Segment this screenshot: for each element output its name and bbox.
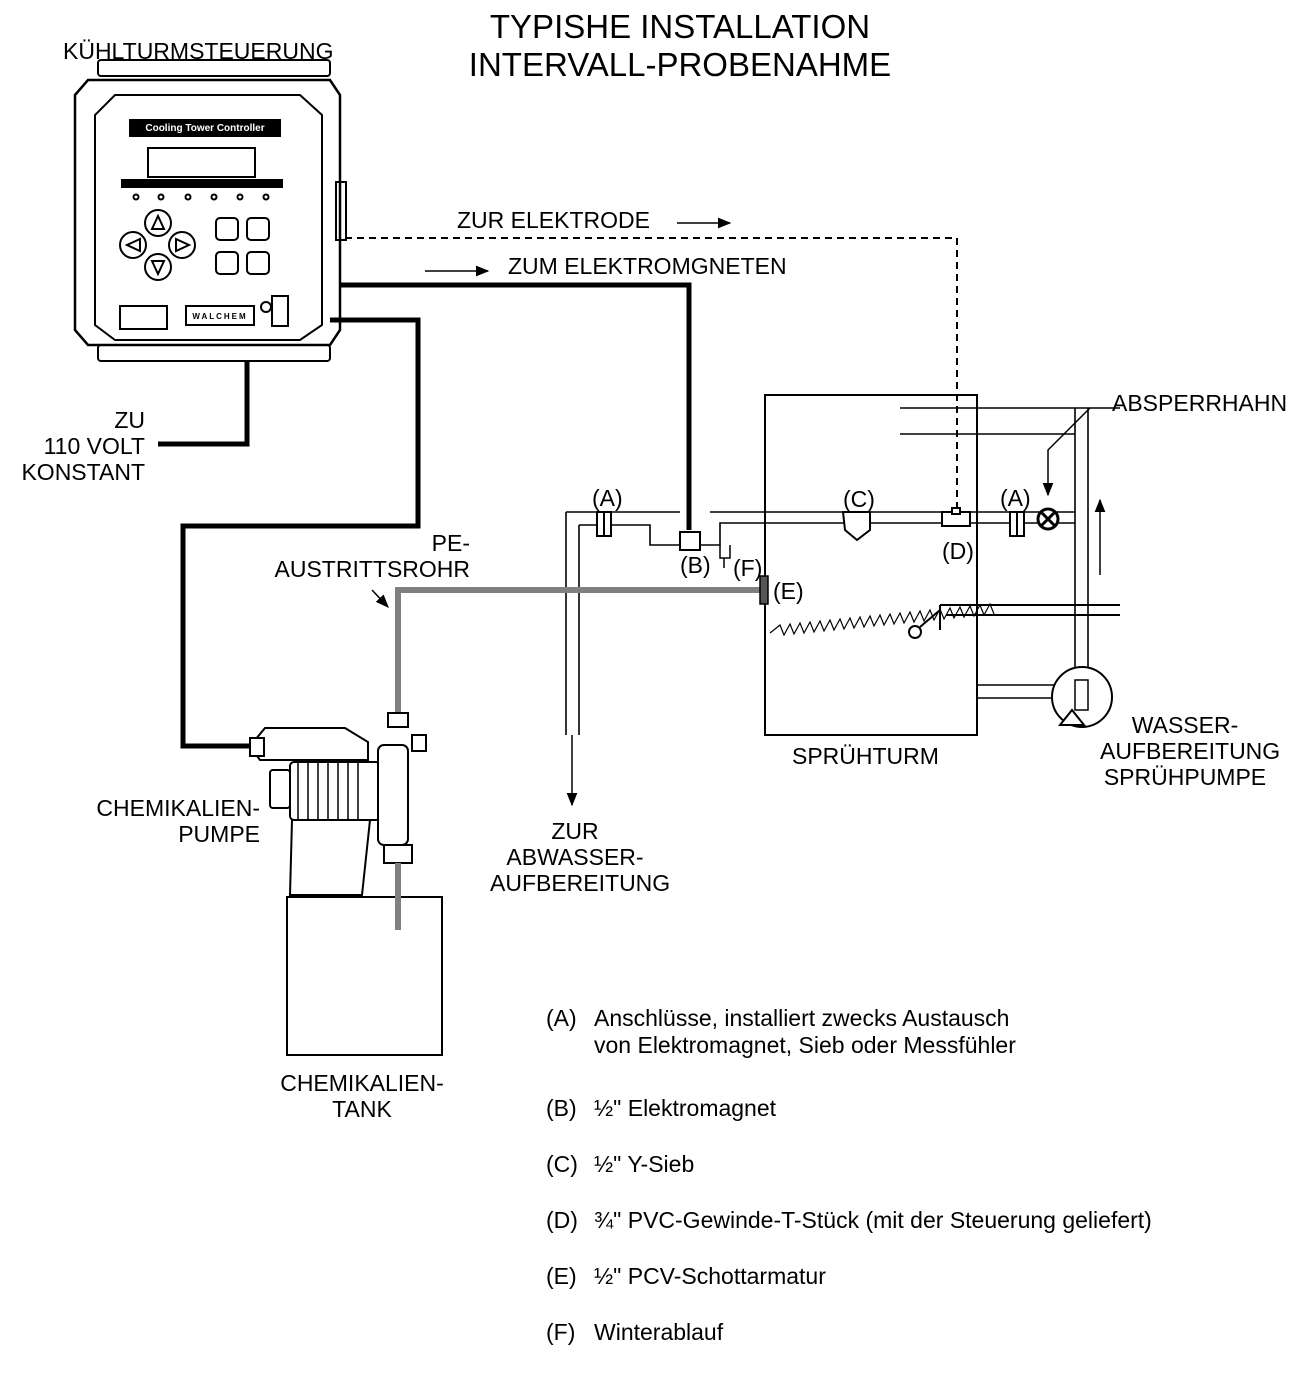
marker-c: (C)	[843, 486, 875, 512]
legend-text-b: ½" Elektromagnet	[594, 1095, 777, 1121]
solenoid-cable	[340, 282, 692, 530]
title-line-1: TYPISHE INSTALLATION	[489, 8, 871, 45]
signal-arrows	[425, 217, 732, 277]
recirculation-pump-icon	[1051, 666, 1113, 728]
legend-text-d: ¾" PVC-Gewinde-T-Stück (mit der Steuerun…	[594, 1207, 1152, 1233]
chem-pump-label: CHEMIKALIEN- PUMPE	[60, 795, 260, 847]
recirc-pump-line-2: AUFBEREITUNG	[1100, 738, 1281, 764]
recirc-pump-line-3: SPRÜHPUMPE	[1103, 764, 1267, 790]
power-cable	[158, 362, 250, 447]
marker-e: (E)	[773, 578, 804, 604]
union-right-fitting	[1009, 511, 1025, 537]
controller-unit	[73, 59, 347, 362]
legend-key-f: (F)	[546, 1319, 576, 1345]
y-strainer-fitting	[841, 511, 871, 542]
chem-tank-line-2: TANK	[332, 1096, 392, 1122]
controller-panel-label: Cooling Tower Controller	[145, 123, 264, 134]
tube-pointer	[371, 589, 389, 608]
indicator-leds	[132, 193, 270, 201]
diagram-title: TYPISHE INSTALLATION INTERVALL-PROBENAHM…	[440, 8, 920, 84]
legend-key-a: (A)	[546, 1005, 577, 1031]
marker-a-right: (A)	[1000, 485, 1031, 511]
arrow-keypad	[119, 209, 196, 281]
controller-brand: WALCHEM	[192, 312, 247, 321]
discharge-tube-line-2: AUSTRITTSROHR	[274, 556, 471, 582]
chem-pump-line-2: PUMPE	[178, 821, 260, 847]
electrode-signal-label: ZUR ELEKTRODE	[457, 207, 650, 233]
pvc-tee-fitting	[941, 507, 971, 527]
recirc-pump-label: WASSER- AUFBEREITUNG SPRÜHPUMPE	[1100, 712, 1281, 790]
union-left-fitting	[596, 511, 612, 537]
discharge-tube-label: PE- AUSTRITTSROHR	[250, 530, 471, 582]
solenoid-signal-label: ZUM ELEKTROMGNETEN	[508, 253, 787, 279]
drain-line-1: ZUR	[551, 818, 599, 844]
installation-diagram: Cooling Tower Controller WALCHEM	[73, 59, 1120, 1056]
power-label: ZU 110 VOLT KONSTANT	[20, 407, 145, 485]
legend-text-a-line-1: Anschlüsse, installiert zwecks Austausch	[594, 1005, 1010, 1031]
chemical-pump-icon	[248, 712, 427, 896]
bulkhead-fitting	[759, 575, 769, 605]
chem-tank-label: CHEMIKALIEN- TANK	[262, 1070, 462, 1122]
legend-key-c: (C)	[546, 1151, 578, 1177]
pump-cable	[180, 317, 421, 749]
legend-text-e: ½" PCV-Schottarmatur	[594, 1263, 826, 1289]
sample-piping	[565, 407, 1120, 735]
marker-f: (F)	[733, 555, 763, 581]
tower-label: SPRÜHTURM	[792, 743, 939, 769]
legend-text-a-line-2: von Elektromagnet, Sieb oder Messfühler	[594, 1032, 1016, 1058]
spray-tower	[764, 394, 1120, 736]
recirc-pump-line-1: WASSER-	[1131, 712, 1239, 738]
power-line-3: KONSTANT	[21, 459, 145, 485]
chem-pump-line-1: CHEMIKALIEN-	[96, 795, 260, 821]
solenoid-valve-fitting	[679, 531, 701, 551]
power-line-1: ZU	[114, 407, 145, 433]
legend-text-f: Winterablauf	[594, 1319, 724, 1345]
marker-b: (B)	[680, 552, 711, 578]
chemical-tank	[286, 896, 443, 1056]
function-keys	[215, 217, 270, 275]
drain-label: ZUR ABWASSER- AUFBEREITUNG	[490, 818, 671, 896]
marker-d: (D)	[942, 538, 974, 564]
drain-line-2: ABWASSER-	[506, 844, 644, 870]
discharge-tube-line-1: PE-	[431, 530, 470, 556]
legend-text-c: ½" Y-Sieb	[594, 1151, 695, 1177]
electrode-cable	[345, 237, 958, 512]
winter-drain-fitting	[719, 545, 731, 568]
shutoff-valve-icon	[1036, 507, 1060, 531]
legend-key-b: (B)	[546, 1095, 577, 1121]
power-line-2: 110 VOLT	[43, 433, 145, 459]
marker-a-left: (A)	[592, 485, 623, 511]
controller-heading: KÜHLTURMSTEUERUNG	[63, 38, 334, 64]
valve-label: ABSPERRHAHN	[1112, 390, 1288, 416]
chem-tank-line-1: CHEMIKALIEN-	[280, 1070, 444, 1096]
legend-key-e: (E)	[546, 1263, 577, 1289]
valve-pointer	[1042, 407, 1091, 497]
title-line-2: INTERVALL-PROBENAHME	[468, 46, 892, 83]
drain-line-3: AUFBEREITUNG	[490, 870, 671, 896]
legend-key-d: (D)	[546, 1207, 578, 1233]
